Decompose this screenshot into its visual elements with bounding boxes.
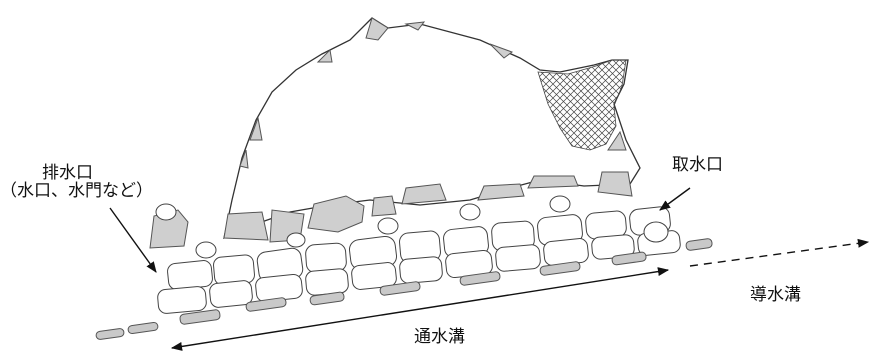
wall-stone <box>399 256 443 284</box>
cap-stone <box>401 183 447 205</box>
cap-stone <box>149 209 189 249</box>
wall-stone <box>157 286 207 314</box>
filler-stone <box>549 195 571 213</box>
cap-stone <box>371 195 397 217</box>
wall-stone <box>543 238 589 266</box>
boulder-chip <box>239 149 249 169</box>
channel-label: 通水溝 <box>414 327 465 347</box>
wall-stone <box>305 268 349 296</box>
cap-stone <box>527 175 579 189</box>
filler-stone <box>459 203 481 221</box>
wall-stone <box>495 244 541 272</box>
outlet-label: 排水口 <box>42 163 93 183</box>
outlet-sublabel: （水口、水門など） <box>0 181 153 201</box>
boulder-chip <box>365 17 389 41</box>
cap-stone <box>597 171 633 197</box>
filler-stone <box>155 203 177 221</box>
base-stone <box>611 251 647 266</box>
headrace-label: 導水溝 <box>750 285 801 305</box>
wall-stone <box>167 260 213 290</box>
base-stone <box>95 328 125 340</box>
filler-stone <box>195 241 217 259</box>
intake-arrow <box>659 187 691 211</box>
boulder-chip <box>607 130 627 151</box>
stone-wall <box>95 195 713 340</box>
outlet-arrow <box>109 207 157 273</box>
filler-stone <box>643 221 669 243</box>
boulder-chip <box>316 48 333 63</box>
filler-stone <box>377 217 399 235</box>
cap-stone <box>477 183 525 201</box>
base-stone <box>127 321 159 335</box>
boulder-chip <box>404 21 426 31</box>
base-stone <box>685 238 713 251</box>
cap-stone <box>307 195 365 233</box>
channel-arrow <box>170 267 670 351</box>
wall-stone <box>213 254 255 286</box>
boulder-chip <box>489 43 514 59</box>
boulder-chip <box>249 116 263 141</box>
headrace-arrow <box>689 238 870 267</box>
cap-stone <box>223 211 269 241</box>
intake-label: 取水口 <box>672 155 723 175</box>
crosshatch-area <box>537 59 627 151</box>
filler-stone <box>286 232 306 248</box>
